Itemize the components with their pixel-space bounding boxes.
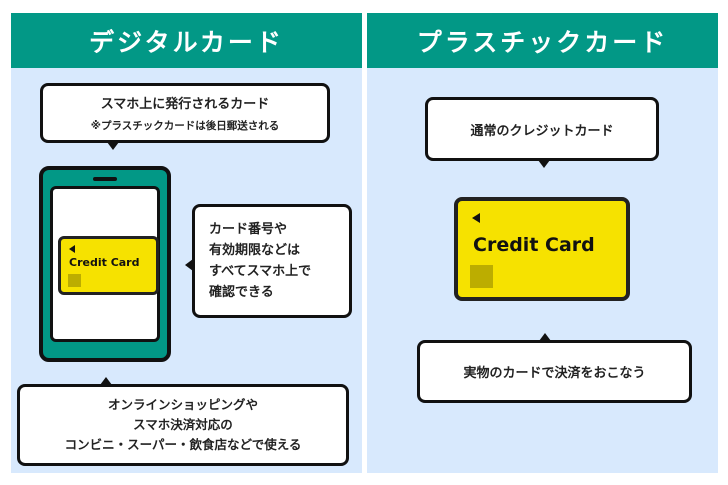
plastic-card-label: Credit Card xyxy=(473,234,595,256)
digital-info-line: 確認できる xyxy=(209,285,274,300)
card-arrow-icon xyxy=(69,245,75,253)
plastic-usage-text: 実物のカードで決済をおこなう xyxy=(463,366,646,381)
digital-info-line: カード番号や xyxy=(209,222,288,237)
digital-credit-card: Credit Card xyxy=(58,236,159,295)
card-chip-icon xyxy=(68,274,81,287)
plastic-card-header: プラスチックカード xyxy=(367,13,718,68)
plastic-credit-card: Credit Card xyxy=(454,197,630,301)
digital-issue-bubble: スマホ上に発行されるカード ※プラスチックカードは後日郵送される xyxy=(40,83,330,150)
plastic-type-bubble: 通常のクレジットカード xyxy=(425,97,659,168)
digital-issue-note: ※プラスチックカードは後日郵送される xyxy=(90,120,280,132)
digital-info-bubble: カード番号や 有効期限などは すべてスマホ上で 確認できる xyxy=(185,204,352,318)
digital-usage-line: スマホ決済対応の xyxy=(133,417,233,432)
digital-card-header: デジタルカード xyxy=(11,13,362,68)
phone-screen: Credit Card xyxy=(50,186,160,342)
digital-usage-line: コンビニ・スーパー・飲食店などで使える xyxy=(64,437,302,452)
card-chip-icon xyxy=(470,265,493,288)
plastic-type-text: 通常のクレジットカード xyxy=(470,123,614,139)
digital-issue-text: スマホ上に発行されるカード xyxy=(100,97,270,112)
digital-info-line: すべてスマホ上で xyxy=(209,264,312,279)
digital-info-line: 有効期限などは xyxy=(209,243,301,258)
card-arrow-icon xyxy=(472,213,480,223)
digital-usage-bubble: オンラインショッピングや スマホ決済対応の コンビニ・スーパー・飲食店などで使え… xyxy=(17,377,349,466)
digital-usage-line: オンラインショッピングや xyxy=(107,397,258,412)
smartphone-illustration: Credit Card xyxy=(39,166,171,362)
phone-speaker-icon xyxy=(93,177,117,181)
digital-card-label: Credit Card xyxy=(69,256,140,269)
plastic-usage-bubble: 実物のカードで決済をおこなう xyxy=(417,333,692,403)
